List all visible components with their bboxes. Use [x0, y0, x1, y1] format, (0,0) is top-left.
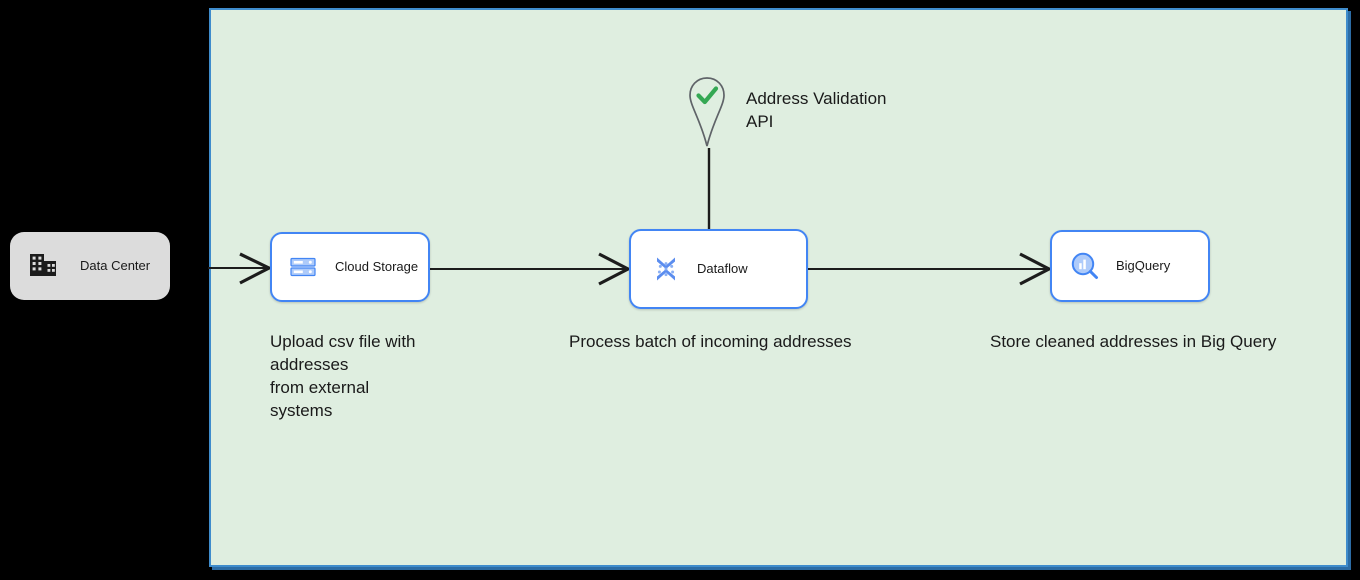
node-address-validation-api[interactable]: Address Validation API: [686, 74, 887, 150]
cloud-storage-icon: [289, 253, 317, 281]
map-pin-check-icon: [686, 74, 728, 150]
caption-dataflow: Process batch of incoming addresses: [569, 332, 852, 351]
node-cloud-storage[interactable]: Cloud Storage: [270, 232, 430, 302]
node-label-cloud-storage: Cloud Storage: [335, 259, 419, 275]
dataflow-icon: [651, 254, 681, 284]
node-label-dataflow: Dataflow: [697, 261, 748, 277]
node-label-bigquery: BigQuery: [1116, 258, 1171, 274]
caption-cloud-storage: Upload csv file with addresses from exte…: [270, 332, 416, 420]
node-bigquery[interactable]: BigQuery: [1050, 230, 1210, 302]
caption-bigquery: Store cleaned addresses in Big Query: [990, 332, 1277, 351]
office-building-icon: [28, 251, 58, 281]
node-label-address-validation-api: Address Validation API: [746, 89, 887, 131]
bigquery-icon: [1070, 251, 1100, 281]
node-dataflow[interactable]: Dataflow: [629, 229, 808, 309]
node-data-center[interactable]: Data Center: [10, 232, 170, 300]
node-label-data-center: Data Center: [80, 258, 151, 274]
